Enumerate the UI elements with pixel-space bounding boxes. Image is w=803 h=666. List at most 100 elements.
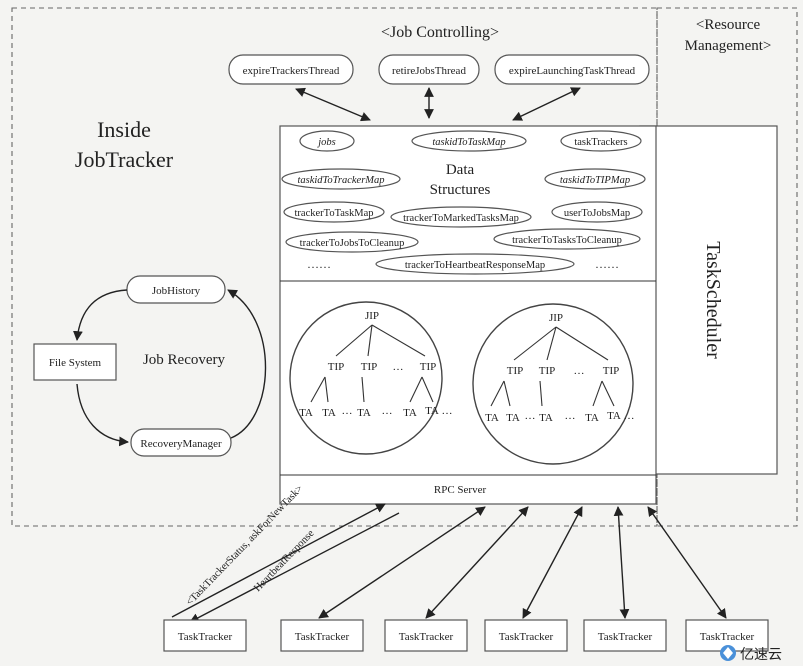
jip-label: JIP xyxy=(365,310,379,322)
task-tracker-node xyxy=(280,619,364,652)
job-tree-right: JIP TIP TIP … TIP TA TA … TA … TA TA … xyxy=(472,303,635,465)
tracker-connection xyxy=(613,506,630,619)
rpc-server-label: RPC Server xyxy=(434,484,487,496)
tip-label: TIP xyxy=(539,365,556,377)
tree-dots: … xyxy=(442,405,453,417)
task-tracker-label: TaskTracker xyxy=(499,631,554,643)
data-structure-item xyxy=(281,168,401,190)
tree-dots: … xyxy=(574,365,585,377)
tracker-connection xyxy=(647,506,727,619)
ta-label: TA xyxy=(539,412,553,424)
ellipsis-right: …… xyxy=(595,257,619,271)
watermark-text: 亿速云 xyxy=(740,646,782,662)
job-circle xyxy=(472,303,634,465)
recovery-manager-label: RecoveryManager xyxy=(140,438,222,450)
tree-edge xyxy=(539,380,543,407)
task-tracker-label: TaskTracker xyxy=(399,631,454,643)
resource-management-label-2: Management> xyxy=(685,38,772,54)
job-recovery: JobHistory File System RecoveryManager J… xyxy=(33,275,267,457)
data-structure-item xyxy=(285,231,419,253)
task-scheduler-label: TaskScheduler xyxy=(702,241,724,359)
tip-label: TIP xyxy=(361,361,378,373)
data-structure-label: taskTrackers xyxy=(574,137,627,148)
job-circle xyxy=(289,301,443,455)
job-history-label: JobHistory xyxy=(152,285,201,297)
tracker-connection xyxy=(522,506,583,619)
data-structure-item xyxy=(493,228,641,250)
tree-edge xyxy=(371,324,426,357)
thread-label: expireTrackersThread xyxy=(243,65,340,77)
tree-edge xyxy=(324,376,329,403)
jip-label: JIP xyxy=(549,312,563,324)
task-tracker-node xyxy=(163,619,247,652)
data-structure-item xyxy=(283,201,385,223)
tip-label: TIP xyxy=(507,365,524,377)
tree-edge xyxy=(367,324,373,357)
task-tracker-label: TaskTracker xyxy=(700,631,755,643)
tree-dots: … xyxy=(525,410,536,422)
tree-edge xyxy=(555,326,609,361)
data-structure-label: jobs xyxy=(316,137,336,148)
thread-pill xyxy=(378,54,480,85)
thread-arrow xyxy=(512,87,581,121)
task-tracker-label: TaskTracker xyxy=(295,631,350,643)
file-system-node xyxy=(33,343,117,381)
ta-label: TA xyxy=(403,407,417,419)
data-structure-item xyxy=(390,206,532,228)
thread-label: expireLaunchingTaskThread xyxy=(509,65,636,77)
tree-edge xyxy=(513,326,557,361)
data-structure-label: userToJobsMap xyxy=(564,208,630,219)
ta-label: TA xyxy=(322,407,336,419)
tree-edge xyxy=(310,376,326,403)
tree-edge xyxy=(592,380,603,407)
thread-label: retireJobsThread xyxy=(392,65,466,77)
data-structure-label: trackerToTaskMap xyxy=(295,208,374,219)
data-structure-label: trackerToHeartbeatResponseMap xyxy=(405,260,545,271)
data-structure-item xyxy=(544,168,646,190)
heartbeat-request-arrow xyxy=(171,503,386,618)
data-structure-label: trackerToJobsToCleanup xyxy=(300,238,405,249)
ellipsis-left: …… xyxy=(307,257,331,271)
tree-edge xyxy=(421,376,434,403)
thread-pill xyxy=(228,54,354,85)
recovery-arrow xyxy=(227,289,267,439)
tree-edge xyxy=(490,380,505,407)
data-structure-label: trackerToTasksToCleanup xyxy=(512,235,622,246)
tip-label: TIP xyxy=(603,365,620,377)
tracker-connection xyxy=(318,506,486,619)
task-trackers: TaskTracker TaskTracker TaskTracker Task… xyxy=(163,619,769,652)
ta-label: TA xyxy=(585,412,599,424)
recovery-manager-node xyxy=(130,428,232,457)
recovery-arrow xyxy=(73,289,128,341)
task-tracker-node xyxy=(583,619,667,652)
tree-edge xyxy=(335,324,373,357)
data-structure-label: taskidToTIPMap xyxy=(560,175,630,186)
data-structure-item xyxy=(560,130,642,152)
job-controlling-label: <Job Controlling> xyxy=(381,24,499,41)
resource-management-label-1: <Resource xyxy=(696,17,761,33)
recovery-arrow xyxy=(76,383,129,447)
ta-label: TA xyxy=(506,412,520,424)
ta-label: TA xyxy=(299,407,313,419)
ta-label: TA xyxy=(485,412,499,424)
data-structures-title-1: Data xyxy=(446,162,475,178)
tree-edge xyxy=(361,376,365,403)
data-structures: Data Structures jobs taskidToTaskMap tas… xyxy=(281,130,646,275)
data-structure-item xyxy=(551,201,643,223)
job-history-node xyxy=(126,275,226,304)
tree-edge xyxy=(601,380,615,407)
ta-label: TA xyxy=(607,410,621,422)
task-tracker-label: TaskTracker xyxy=(178,631,233,643)
threads: expireTrackersThread retireJobsThread ex… xyxy=(228,54,650,85)
tree-dots: … xyxy=(342,405,353,417)
inside-label-1: Inside xyxy=(97,117,151,142)
watermark: 亿速云 xyxy=(720,645,782,662)
ta-label: TA xyxy=(357,407,371,419)
tree-dots: … xyxy=(624,410,635,422)
task-tracker-node xyxy=(484,619,568,652)
rpc-request-label: <TaskTrackerStatus, askForNewTask> xyxy=(184,483,305,608)
data-structure-label: taskidToTaskMap xyxy=(432,137,505,148)
data-structure-item xyxy=(299,130,355,152)
ta-label: TA xyxy=(425,405,439,417)
